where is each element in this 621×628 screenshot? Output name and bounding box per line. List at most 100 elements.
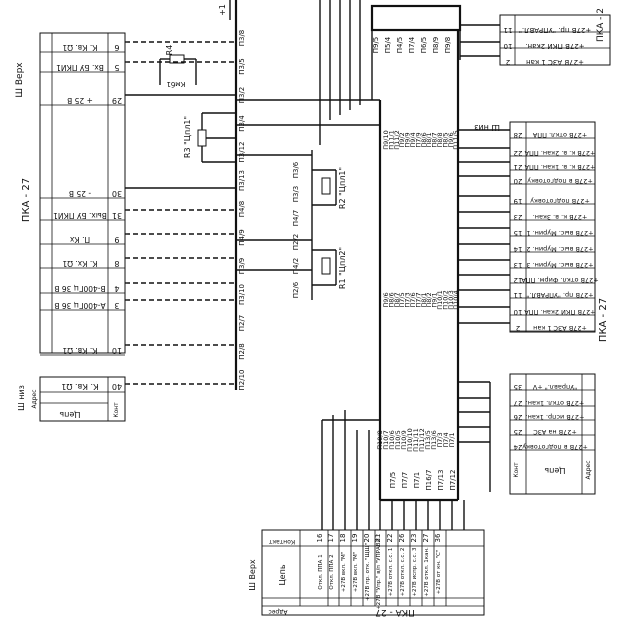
bottom-bus-pin-label: П7/1 — [448, 432, 456, 447]
top-left-row-pin: 10 — [112, 346, 122, 355]
bottom-section-label: Ш Верх — [248, 559, 257, 591]
left-pin-label: П3/12 — [238, 142, 246, 163]
bottom-bus-pin-label: П10/8 — [376, 430, 384, 449]
right-row-text: +27В выс. Мурин. 3 — [526, 261, 593, 269]
top-right-bus — [319, 0, 500, 145]
bottom-row-pin: 17 — [327, 534, 335, 543]
top-left-row-pin: 8 — [114, 259, 119, 268]
bottom-bus-pin-label: П11/12 — [418, 428, 426, 452]
right-lower-row-text: +27В откл. 1кан. — [526, 399, 585, 407]
bottom-connector-pin-label: П7/7 — [401, 472, 409, 489]
bottom-row-pin: 21 — [374, 534, 382, 543]
lower-bus-pin-label: П10/3 — [447, 290, 455, 309]
r1-label: R1 "Цпл2" — [338, 247, 347, 289]
top-right-pin-label: П8/9 — [432, 37, 440, 54]
bottom-bus-pin-label: П10/7 — [382, 430, 390, 449]
bottom-bus-pin-label: П10/5 — [394, 430, 402, 449]
bottom-bus-pin-label: П7/4 — [442, 432, 450, 447]
bottom-connector-pin-label: П7/13 — [437, 470, 445, 491]
bottom-row-text: +27В вкл. "М" — [353, 552, 359, 593]
top-left-row-pin: 31 — [112, 211, 122, 220]
bottom-left-header-contact: Конт — [113, 402, 120, 418]
left-pin-label: П3/10 — [238, 284, 246, 305]
bottom-row-text: +27В испр. с.с. 3 — [412, 547, 418, 597]
left-pin-label: П3/2 — [238, 87, 246, 104]
right-lower-row-pin: 24 — [513, 443, 522, 451]
left-dashed-wires — [125, 41, 236, 385]
right-row-pin: 22 — [514, 149, 523, 157]
bottom-connector-pin-label: П16/7 — [425, 470, 433, 491]
right-row-text: +27В откл. ППА — [532, 131, 587, 139]
lower-bus-pin-label: П7/7 — [414, 292, 422, 307]
right-lower-row-pin: 25 — [514, 428, 523, 436]
upper-bus-pin-label: П7/9 — [414, 132, 422, 147]
left-pin-label: П4/9 — [238, 229, 246, 246]
right-row-pin: 11 — [514, 291, 523, 299]
middle-pin-label: П3/3 — [292, 186, 300, 203]
right-row-pin: 28 — [514, 131, 523, 139]
bottom-row-text: +27В откл. с.с. 2 — [400, 548, 406, 597]
bottom-connector-pin-label: П7/12 — [449, 470, 457, 491]
bottom-bus-pin-label: П10/9 — [400, 430, 408, 449]
middle-pin-labels: П2/6П4/2П2/2П4/7П3/3П3/6 — [292, 161, 300, 298]
right-block-label: ПКА - 27 — [598, 298, 609, 342]
bottom-bus-pin-label: П10/10 — [406, 428, 414, 452]
right-row-pin: 13 — [514, 261, 523, 269]
top-left-row-pin: 29 — [112, 96, 122, 105]
left-pin-label: П4/8 — [238, 201, 246, 218]
bottom-block-label: ПКА - 27 — [375, 607, 415, 617]
upper-bus-pin-label: П8/7 — [431, 132, 439, 147]
right-lower-header-circuit: Цепь — [544, 466, 565, 475]
top-left-row-pin: 5 — [114, 63, 119, 72]
bottom-connector-pin-label: П7/1 — [413, 472, 421, 489]
right-row-text: +27В выс. Мурин. 2 — [526, 245, 593, 253]
resistor-r4: R4 Кмб1 — [159, 45, 197, 88]
top-left-section-label: Ш Верх — [15, 62, 25, 98]
bottom-bus-pin-label: П10/6 — [388, 430, 396, 449]
top-right-pin-label: П9/8 — [444, 37, 452, 54]
resistor-r2: R2 "Цпл1" — [312, 167, 347, 209]
left-pin-label: П2/10 — [238, 370, 246, 391]
left-pin-labels: П2/10П2/8П2/7П3/10П3/9П4/9П4/8П3/13П3/12… — [238, 30, 246, 391]
upper-bus-pin-label: П11/5 — [452, 130, 460, 149]
left-pin-label: П3/13 — [238, 170, 246, 191]
top-right-row-text: +27В АЗС 1 кан — [526, 58, 584, 66]
bottom-row-pin: 36 — [434, 533, 442, 542]
right-connector-wires — [458, 129, 510, 492]
lower-bus-pin-label: П8/6 — [387, 292, 395, 307]
right-row-pin: 20 — [514, 177, 523, 185]
bottom-left-connector: Ш низ Цепь Адрес Конт 40 К. Кв. Ω1 — [17, 376, 126, 422]
top-right-row-pin: 10 — [504, 42, 513, 50]
bottom-bus-pin-labels: П10/8П10/7П10/6П10/5П10/9П10/10П11/11П11… — [376, 428, 456, 452]
left-pin-label: П3/9 — [238, 258, 246, 275]
right-lower-connector: 35"Управл." +V27+27В откл. 1кан.26+27В и… — [509, 373, 596, 495]
right-row-pin: 12 — [514, 276, 523, 284]
top-right-pin-label: П5/4 — [384, 36, 392, 53]
bottom-header-circuit: Цепь — [278, 564, 287, 585]
right-row-text: +27В откл. Фирм. ППА — [521, 276, 599, 284]
upper-bus-pin-label: П8/6 — [420, 132, 428, 147]
right-row-text: +27В к. в. 1кан. ППА — [524, 163, 595, 171]
top-right-row-pin: 11 — [504, 26, 513, 34]
top-right-block-label: ПКА - 2 — [596, 8, 606, 42]
upper-bus-pin-label: П8/8 — [436, 132, 444, 147]
bottom-left-section-label: Ш низ — [17, 385, 26, 411]
top-left-row-text: К. Кх. Ω1 — [62, 259, 97, 268]
bottom-left-header-address: Адрес — [31, 389, 38, 408]
lower-bus-pin-label: П7/6 — [409, 292, 417, 307]
top-left-block-label: ПКА - 27 — [21, 178, 32, 222]
bottom-row-text: +27В пр. отк. "ЩЩ" — [365, 543, 371, 601]
top-left-row-text: П. Кх — [69, 235, 90, 244]
top-left-row-text: + 25 В — [67, 96, 93, 105]
right-lower-row-pin: 35 — [514, 383, 523, 391]
r3-label: R3 "Цпл1" — [183, 116, 192, 158]
bottom-left-row-pin: 40 — [112, 382, 122, 391]
right-row-text: +27В в подготовку — [527, 177, 593, 185]
lower-bus-pin-label: П7/3 — [404, 292, 412, 307]
right-lower-row-text: +27В на АЗС — [533, 428, 577, 436]
right-lower-header-address: Адрес — [585, 460, 592, 479]
right-row-pin: 15 — [514, 229, 523, 237]
